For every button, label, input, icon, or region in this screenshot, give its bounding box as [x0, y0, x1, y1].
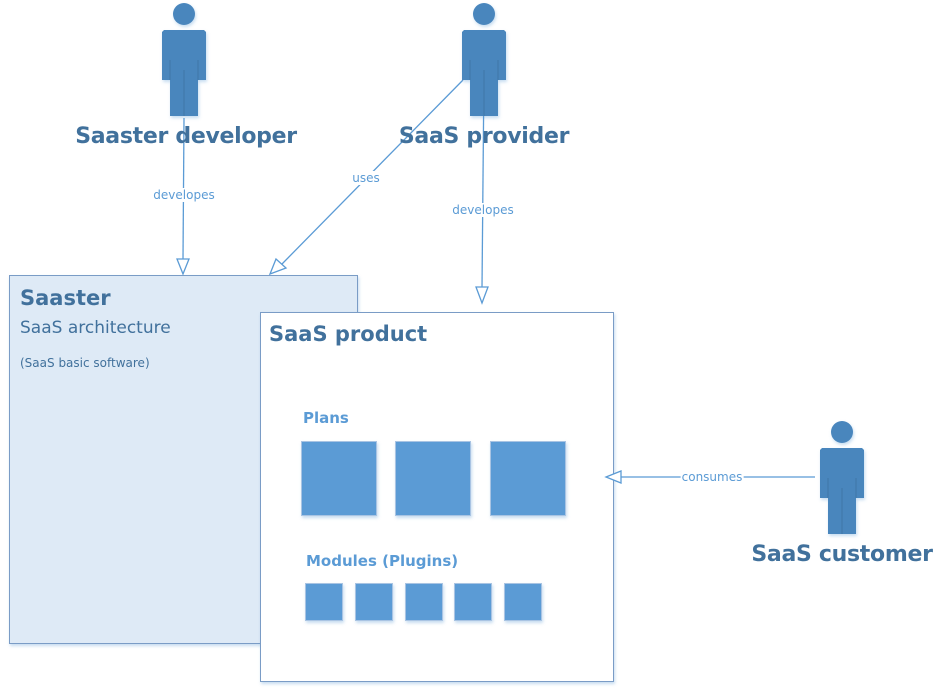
plan-box — [301, 441, 377, 516]
saaster-title: Saaster — [20, 286, 111, 310]
module-box — [504, 583, 542, 621]
person-icon — [820, 421, 864, 534]
actor-label-saas-provider: SaaS provider — [398, 124, 570, 149]
actor-label-saaster-developer: Saaster developer — [75, 124, 297, 149]
module-box — [305, 583, 343, 621]
person-icon — [462, 3, 506, 116]
saas-product-box: SaaS product Plans Modules (Plugins) — [260, 312, 614, 682]
open-arrowhead-icon — [268, 257, 288, 276]
module-box — [454, 583, 492, 621]
module-box — [405, 583, 443, 621]
plan-box — [395, 441, 471, 516]
actor-label-saas-customer: SaaS customer — [751, 542, 933, 567]
saaster-subtitle: SaaS architecture — [20, 318, 171, 338]
open-arrowhead-icon — [176, 258, 190, 276]
person-icon — [162, 3, 206, 116]
module-box — [355, 583, 393, 621]
saas-product-title: SaaS product — [269, 322, 428, 346]
edge-label-consumes: consumes — [680, 470, 744, 484]
open-arrowhead-icon — [475, 286, 489, 305]
edge-label-uses: uses — [351, 171, 381, 185]
plans-label: Plans — [303, 409, 349, 427]
edge-label-developes: developes — [451, 203, 515, 217]
edge-label-developes: developes — [152, 188, 216, 202]
saaster-note: (SaaS basic software) — [20, 356, 150, 370]
open-arrowhead-icon — [604, 470, 622, 484]
modules-label: Modules (Plugins) — [306, 552, 459, 570]
plan-box — [490, 441, 566, 516]
